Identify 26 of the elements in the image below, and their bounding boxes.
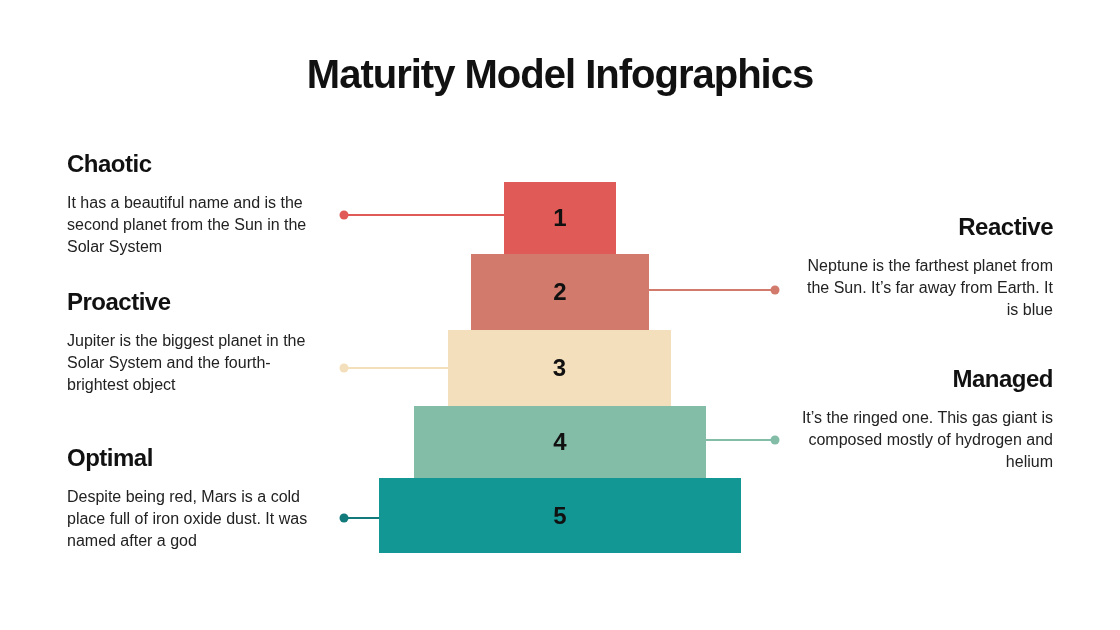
step-number: 2	[553, 278, 567, 306]
step-number: 4	[553, 428, 567, 456]
stage-description: Neptune is the farthest planet from the Sun. It’s far away from Earth. It is blue	[805, 256, 1053, 320]
pyramid-step	[504, 182, 616, 254]
leader-line	[339, 363, 449, 373]
title: Maturity Model Infographics	[305, 52, 815, 97]
stage-description: Despite being red, Mars is a cold place full of iron oxide dust. It was named after a god	[67, 487, 309, 551]
pyramid-step	[448, 330, 671, 406]
step-number: 1	[553, 204, 567, 232]
leader-line	[339, 210, 505, 220]
stage-heading: Reactive	[957, 213, 1053, 241]
leader-line	[648, 285, 780, 295]
stage-description: Jupiter is the biggest planet in the Solar System and the fourth-brightest object	[67, 331, 307, 395]
pyramid-step	[414, 406, 706, 478]
stage-description: It has a beautiful name and is the second planet from the Sun in the Solar System	[67, 193, 308, 257]
stage-heading: Proactive	[67, 288, 172, 316]
step-number: 3	[552, 354, 567, 382]
leader-line	[705, 435, 780, 445]
leader-line	[339, 513, 380, 523]
pyramid-step	[379, 478, 741, 553]
stage-heading: Chaotic	[67, 150, 153, 178]
stage-description: It’s the ringed one. This gas giant is composed mostly of hydrogen and helium	[800, 408, 1053, 472]
stage-heading: Optimal	[67, 444, 154, 472]
stage-heading: Managed	[951, 365, 1053, 393]
step-number: 5	[553, 501, 567, 530]
pyramid-step	[471, 254, 649, 330]
